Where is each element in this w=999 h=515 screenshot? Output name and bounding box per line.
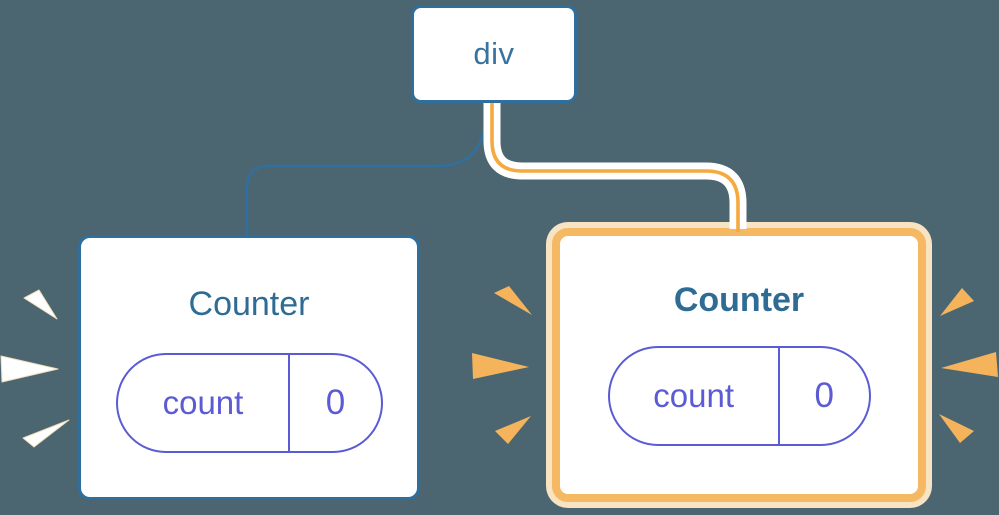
flash-rays-inner-orange-icon [472, 286, 532, 444]
state-value: 0 [814, 376, 834, 415]
edge-orange-casing [483, 100, 747, 229]
flash-ray [22, 419, 70, 448]
state-pill: count 0 [115, 353, 383, 453]
flash-ray [495, 416, 531, 444]
flash-rays-left-white-icon [0, 289, 70, 448]
flash-ray [941, 352, 998, 377]
counter-title: Counter [188, 285, 310, 323]
counter-title: Counter [673, 281, 805, 319]
edge-blue-div-to-left-counter [245, 101, 489, 238]
state-key: count [118, 355, 291, 451]
root-node-label: div [473, 36, 515, 71]
flash-ray [472, 353, 529, 379]
flash-ray [0, 355, 59, 383]
edge-orange-div-to-right-counter [490, 100, 740, 233]
flash-ray [939, 414, 974, 443]
flash-ray [940, 288, 974, 316]
state-key: count [610, 348, 780, 444]
root-node-div: div [411, 5, 577, 103]
flash-ray [23, 289, 58, 320]
counter-card-right-highlighted: Counter count 0 [552, 228, 926, 502]
flash-rays-right-orange-icon [939, 288, 998, 443]
state-value: 0 [325, 383, 346, 422]
state-pill: count 0 [607, 346, 871, 446]
counter-card-left: Counter count 0 [78, 235, 420, 500]
flash-ray [494, 286, 532, 315]
